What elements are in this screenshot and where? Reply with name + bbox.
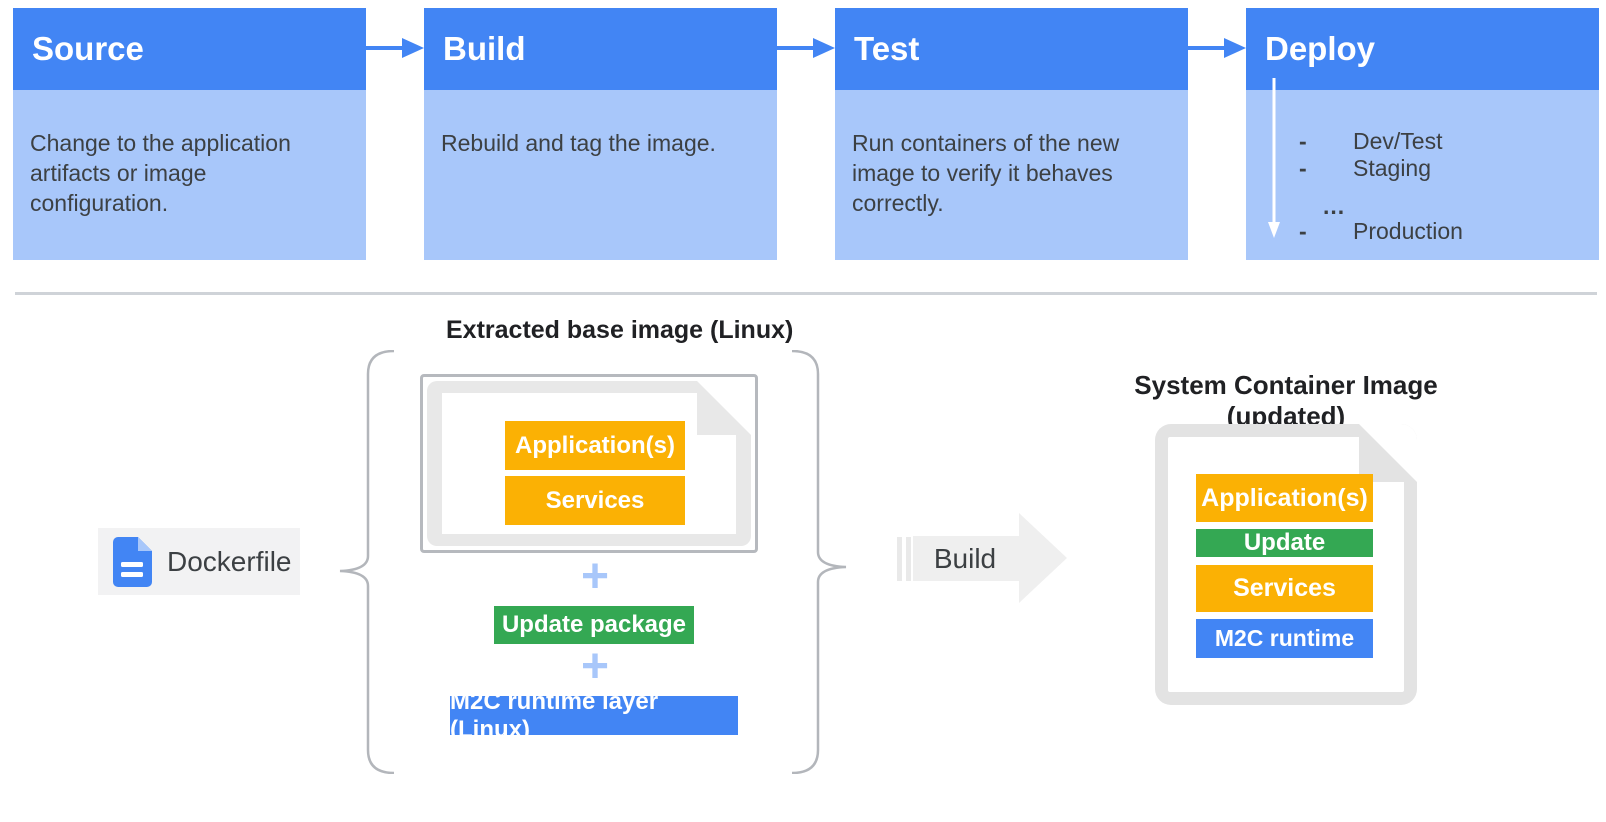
stage-build-title: Build [424,8,777,90]
arrow-source-to-build-icon [364,38,424,58]
deploy-dash: - [1299,127,1307,154]
result-layer-services: Services [1196,565,1373,612]
stage-deploy-body [1246,90,1599,260]
dockerfile-chip: Dockerfile [98,528,300,595]
deploy-dash: - [1299,154,1307,181]
update-package-layer: Update package [494,606,694,644]
build-arrow-icon [897,513,1067,603]
deploy-target-label: Production [1353,217,1463,244]
section-divider [15,292,1597,295]
deploy-target-dev-test: - Dev/Test [1299,127,1442,155]
dockerfile-label: Dockerfile [167,545,292,577]
stage-source: Source Change to the application artifac… [13,8,366,260]
system-container-image-document: Application(s) Update Services M2C runti… [1155,424,1417,705]
deploy-target-label: Dev/Test [1353,127,1443,154]
extracted-base-image-document: Application(s) Services [420,374,758,553]
deploy-dash: - [1299,217,1307,244]
deploy-target-production: - Production [1299,217,1463,245]
result-layer-applications: Application(s) [1196,474,1373,522]
stage-deploy-title: Deploy [1246,8,1599,90]
build-arrow-label: Build [933,543,997,574]
stage-build: Build Rebuild and tag the image. [424,8,777,260]
plus-icon: + [580,640,610,693]
system-container-image-title: System Container Image (updated) [1134,370,1438,431]
dockerfile-icon [113,536,152,587]
stage-source-title: Source [13,8,366,90]
plus-icon: + [580,550,610,603]
layer-services: Services [505,476,685,525]
arrow-test-to-deploy-icon [1186,38,1246,58]
stage-deploy: Deploy - Dev/Test - Staging ... - Produc… [1246,8,1599,260]
extracted-base-image-title: Extracted base image (Linux) [446,316,794,344]
m2c-runtime-layer: M2C runtime layer (Linux) [450,688,738,743]
deploy-target-ellipsis: ... [1323,192,1345,220]
result-layer-m2c-runtime: M2C runtime [1196,619,1373,658]
arrow-build-to-test-icon [775,38,835,58]
stage-build-description: Rebuild and tag the image. [424,90,777,260]
deploy-progression-arrow-icon [1268,78,1280,238]
stage-test-title: Test [835,8,1188,90]
deploy-target-label: Staging [1353,154,1432,181]
deploy-target-staging: - Staging [1299,154,1431,182]
left-brace-icon [339,350,395,774]
stage-test-description: Run containers of the new image to verif… [835,90,1188,260]
stage-source-description: Change to the application artifacts or i… [13,90,366,260]
stage-test: Test Run containers of the new image to … [835,8,1188,260]
right-brace-icon [791,350,847,774]
result-layer-update: Update [1196,529,1373,557]
layer-applications: Application(s) [505,421,685,470]
deploy-target-label: ... [1323,192,1346,219]
